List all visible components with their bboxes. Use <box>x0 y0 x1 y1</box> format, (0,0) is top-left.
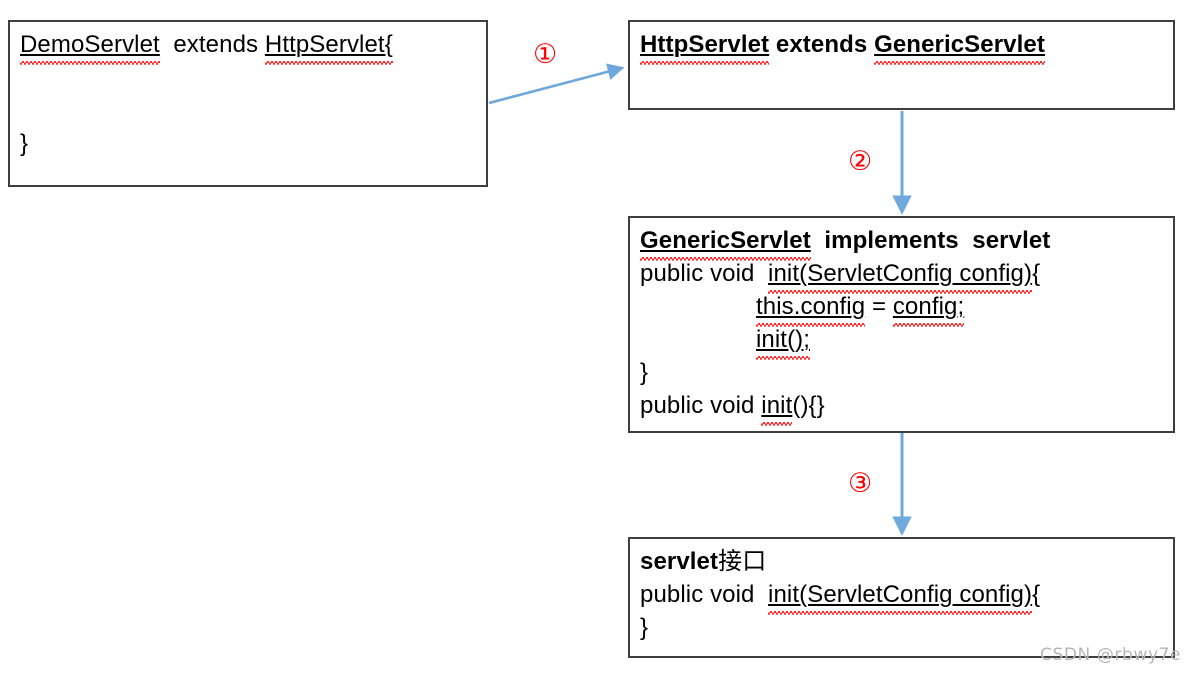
code-token: public void <box>640 260 769 287</box>
code-token: init(ServletConfig config) <box>768 578 1033 615</box>
code-token: init(ServletConfig config) <box>768 257 1033 294</box>
code-token: servlet <box>640 548 719 575</box>
code-token: extends <box>769 31 875 58</box>
code-token: { <box>1032 260 1041 287</box>
code-token: HttpServlet{ <box>264 28 393 65</box>
code-line <box>20 61 486 94</box>
code-line: } <box>20 127 486 160</box>
code-token: = <box>865 293 893 320</box>
code-token: 接口 <box>718 548 767 575</box>
code-box-demo-servlet: DemoServlet extends HttpServlet{} <box>8 20 488 187</box>
step-marker-2: ② <box>848 146 873 177</box>
arrow-demo-to-http <box>488 63 625 105</box>
code-token: implements servlet <box>810 227 1051 254</box>
code-token: } <box>20 130 29 157</box>
code-line: public void init(ServletConfig config){ <box>640 257 1173 294</box>
step-marker-3: ③ <box>848 468 873 499</box>
code-line: } <box>640 356 1173 389</box>
code-line: this.config = config; <box>640 290 1173 327</box>
code-token: HttpServlet <box>640 28 770 65</box>
code-box-http-servlet: HttpServlet extends GenericServlet <box>628 20 1175 110</box>
code-token: init <box>761 389 793 426</box>
code-token: init(); <box>756 323 811 360</box>
code-token: this.config <box>756 290 866 327</box>
code-token: extends <box>159 31 265 58</box>
code-line: public void init(ServletConfig config){ <box>640 578 1173 615</box>
code-line <box>20 94 486 127</box>
code-token: config; <box>892 290 965 327</box>
code-token: GenericServlet <box>874 28 1045 65</box>
step-marker-1: ① <box>533 39 558 70</box>
code-line: DemoServlet extends HttpServlet{ <box>20 28 486 65</box>
code-token: public void <box>640 581 769 608</box>
code-line: init(); <box>640 323 1173 360</box>
code-line: } <box>640 611 1173 644</box>
code-line: servlet接口 <box>640 545 1173 578</box>
code-token: DemoServlet <box>20 28 160 65</box>
code-line: HttpServlet extends GenericServlet <box>640 28 1173 65</box>
code-token: GenericServlet <box>640 224 811 261</box>
code-token: } <box>640 359 649 386</box>
code-token: } <box>640 614 649 641</box>
csdn-watermark: CSDN @rbwy7e <box>1040 645 1182 665</box>
code-token: public void <box>640 392 762 419</box>
code-token: { <box>1032 581 1041 608</box>
code-token: (){} <box>792 392 825 419</box>
code-line: public void init(){} <box>640 389 1173 426</box>
code-line: GenericServlet implements servlet <box>640 224 1173 261</box>
